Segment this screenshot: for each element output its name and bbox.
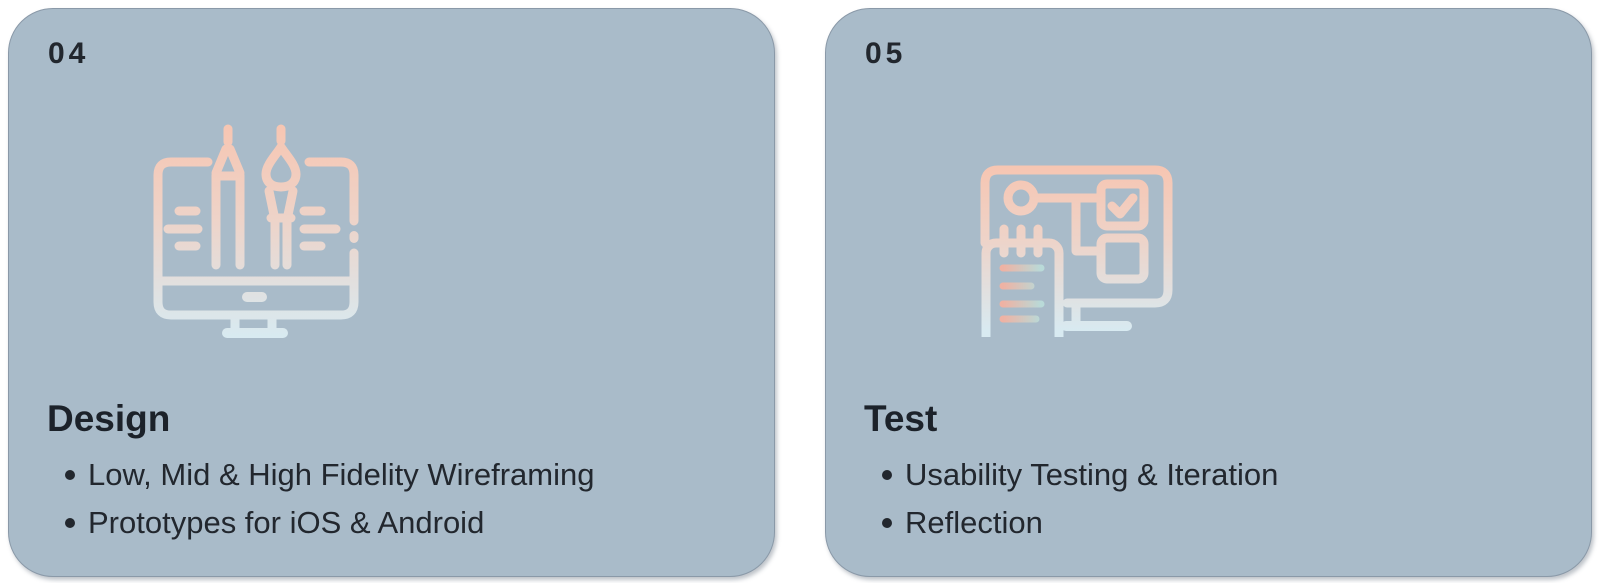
card-title: Design xyxy=(47,398,171,439)
bullet-item: Reflection xyxy=(881,499,1278,547)
design-tools-monitor-icon xyxy=(143,120,365,348)
card-number: 04 xyxy=(48,37,90,70)
card-title: Test xyxy=(864,398,938,439)
bullet-list: Low, Mid & High Fidelity Wireframing Pro… xyxy=(65,451,595,547)
process-card-test: 05 xyxy=(825,8,1592,577)
bullet-item: Usability Testing & Iteration xyxy=(881,451,1278,499)
process-card-design: 04 xyxy=(8,8,775,577)
bullet-item: Low, Mid & High Fidelity Wireframing xyxy=(65,451,595,499)
card-number: 05 xyxy=(865,37,907,70)
checklist-monitor-icon xyxy=(978,163,1175,356)
bullet-item: Prototypes for iOS & Android xyxy=(65,499,595,547)
bullet-list: Usability Testing & Iteration Reflection xyxy=(881,451,1278,547)
